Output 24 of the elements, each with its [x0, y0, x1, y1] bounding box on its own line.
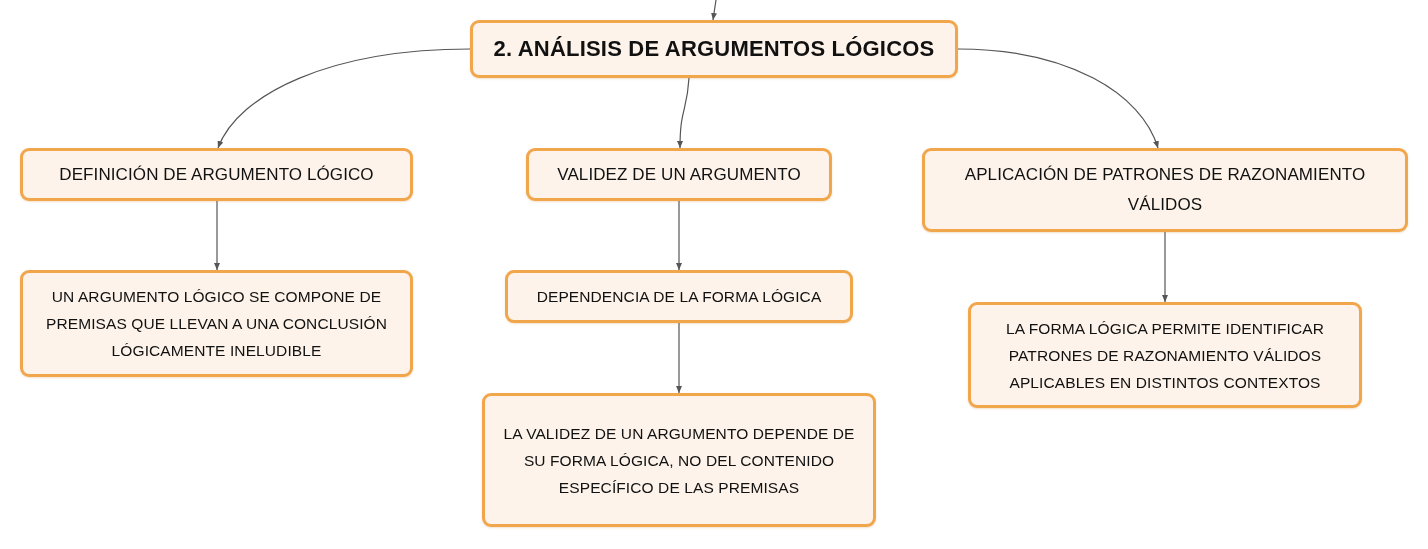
topic-box: [505, 270, 853, 323]
connector-arrow: [676, 200, 682, 271]
connector-arrow: [1162, 231, 1168, 303]
connector-arrow: [214, 200, 220, 271]
connector-arrow: [711, 0, 717, 21]
topic-text: VALIDEZ DE UN ARGUMENTO: [557, 163, 801, 186]
topic-box: [526, 148, 832, 201]
connector-arrow: [677, 77, 690, 149]
topic-text: LA VALIDEZ DE UN ARGUMENTO DEPENDE DE SU FORMA LÓGICA, NO DEL CONTENIDO ESPECÍFICO DE LAS PREMISAS: [502, 423, 856, 498]
topic-box: [20, 148, 413, 201]
topic-box: [482, 393, 876, 527]
connector-arrow: [957, 48, 1159, 149]
topic-box: [968, 302, 1362, 408]
topic-box: [20, 270, 413, 377]
topic-text: DEFINICIÓN DE ARGUMENTO LÓGICO: [59, 163, 374, 186]
connector-arrow: [217, 48, 471, 149]
main-topic-text: 2. ANÁLISIS DE ARGUMENTOS LÓGICOS: [493, 35, 935, 63]
topic-box: [922, 148, 1408, 232]
topic-box: [470, 20, 958, 78]
topic-text: UN ARGUMENTO LÓGICO SE COMPONE DE PREMISAS QUE LLEVAN A UNA CONCLUSIÓN LÓGICAMENTE INELUDIBLE: [45, 287, 388, 361]
connector-arrow: [676, 322, 682, 394]
topic-text: DEPENDENCIA DE LA FORMA LÓGICA: [536, 287, 822, 307]
topic-text: APLICACIÓN DE PATRONES DE RAZONAMIENTO VÁLIDOS: [963, 164, 1367, 216]
topic-text: LA FORMA LÓGICA PERMITE IDENTIFICAR PATRONES DE RAZONAMIENTO VÁLIDOS APLICABLES EN DISTINTOS CONTEXTOS: [1005, 318, 1325, 393]
